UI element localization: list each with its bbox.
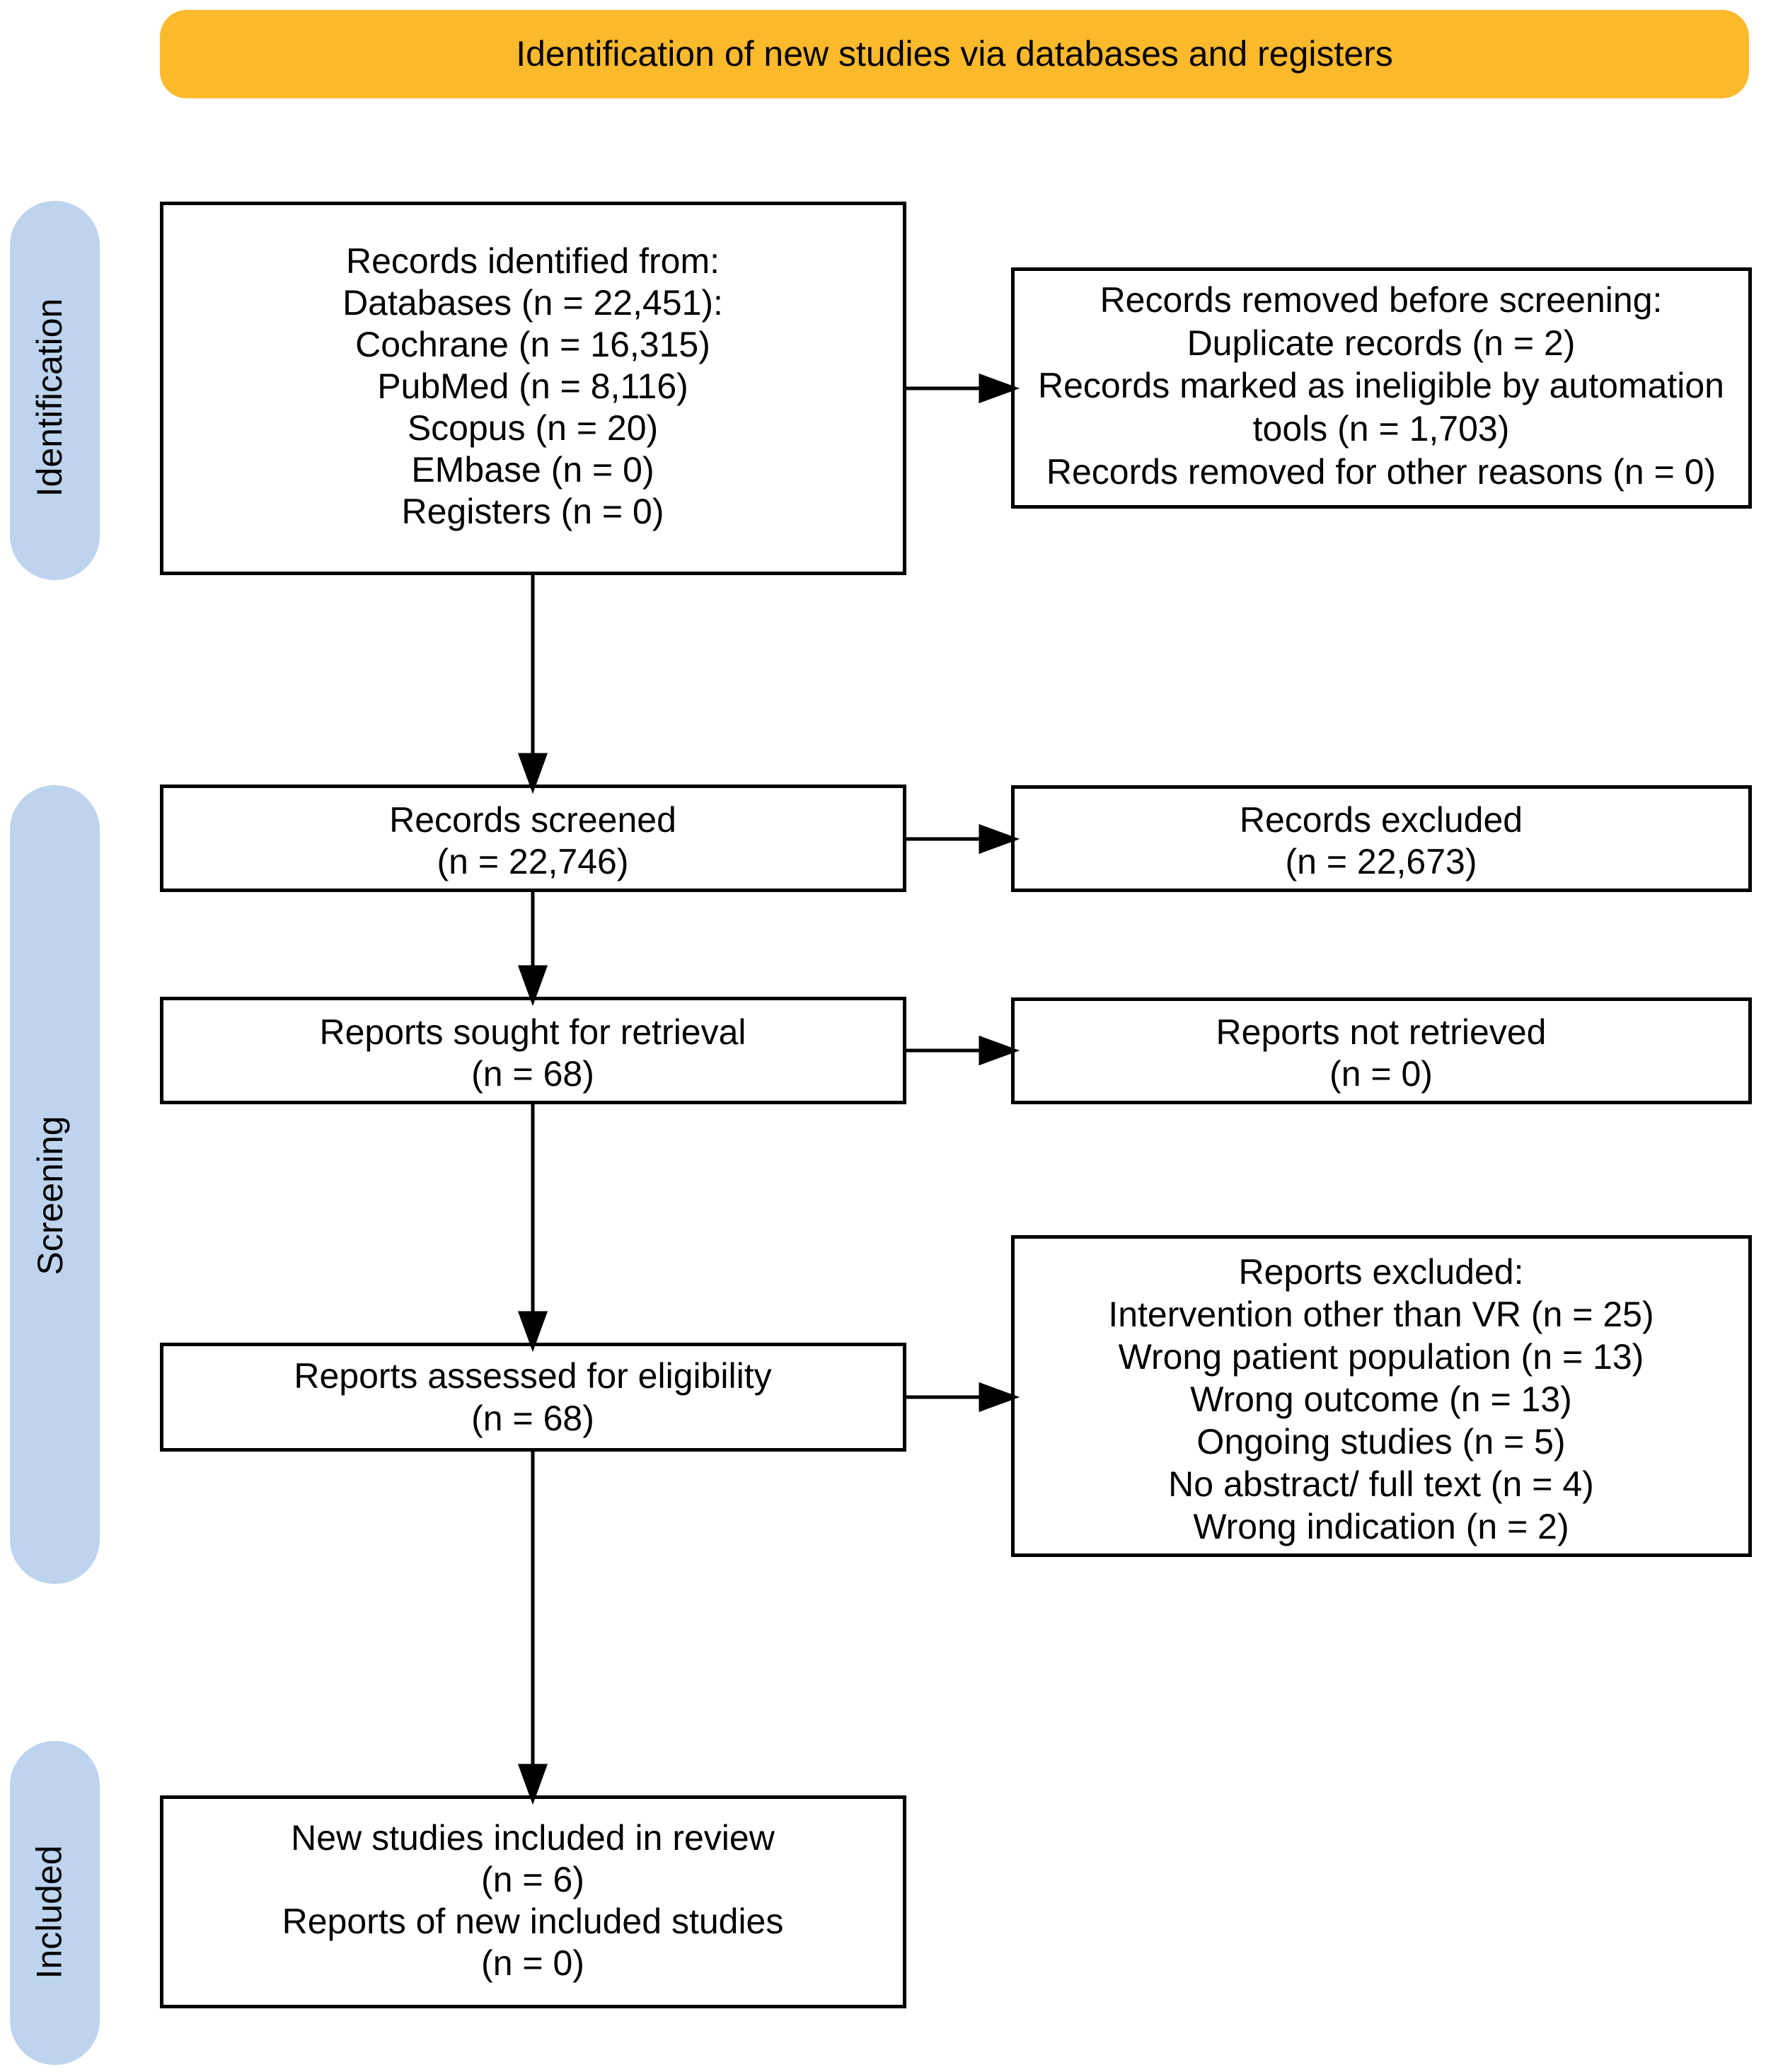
svg-text:New studies included in review: New studies included in review (291, 1818, 775, 1858)
svg-text:Included: Included (30, 1845, 69, 1979)
svg-text:Records marked as ineligible b: Records marked as ineligible by automati… (1038, 366, 1724, 405)
svg-text:No abstract/ full text (n = 4): No abstract/ full text (n = 4) (1168, 1464, 1594, 1504)
svg-text:EMbase (n = 0): EMbase (n = 0) (411, 450, 654, 490)
svg-text:Wrong patient population (n =: Wrong patient population (n = 13) (1119, 1337, 1644, 1377)
svg-text:Registers (n = 0): Registers (n = 0) (402, 492, 664, 531)
svg-text:Reports assessed for eligibili: Reports assessed for eligibility (294, 1356, 771, 1396)
svg-text:Identification: Identification (30, 299, 69, 497)
svg-text:(n = 0): (n = 0) (1329, 1054, 1433, 1094)
svg-text:(n = 22,746): (n = 22,746) (437, 842, 628, 881)
svg-text:Records identified from:: Records identified from: (346, 241, 720, 281)
svg-text:Scopus (n = 20): Scopus (n = 20) (408, 408, 658, 448)
svg-text:Intervention other than VR (n: Intervention other than VR (n = 25) (1108, 1295, 1654, 1334)
svg-text:Records removed before screeni: Records removed before screening: (1100, 280, 1663, 320)
svg-text:Reports sought for retrieval: Reports sought for retrieval (319, 1012, 746, 1052)
svg-text:(n = 6): (n = 6) (481, 1860, 584, 1899)
svg-text:Records excluded: Records excluded (1240, 800, 1523, 840)
svg-text:Reports of new included studie: Reports of new included studies (282, 1902, 784, 1941)
svg-text:Cochrane (n = 16,315): Cochrane (n = 16,315) (355, 325, 710, 364)
svg-text:Records screened: Records screened (389, 800, 676, 840)
svg-text:Duplicate records (n = 2): Duplicate records (n = 2) (1187, 323, 1576, 363)
svg-text:Records removed for other reas: Records removed for other reasons (n = 0… (1046, 452, 1716, 492)
svg-text:Wrong indication (n = 2): Wrong indication (n = 2) (1193, 1507, 1569, 1546)
svg-text:(n = 22,673): (n = 22,673) (1285, 842, 1477, 881)
svg-text:Databases (n = 22,451):: Databases (n = 22,451): (342, 283, 723, 323)
svg-text:(n = 68): (n = 68) (471, 1054, 594, 1094)
svg-text:(n = 0): (n = 0) (481, 1943, 584, 1983)
svg-text:Screening: Screening (30, 1116, 70, 1275)
svg-text:Reports excluded:: Reports excluded: (1238, 1252, 1523, 1292)
svg-text:Reports not retrieved: Reports not retrieved (1216, 1012, 1547, 1052)
svg-text:PubMed (n = 8,116): PubMed (n = 8,116) (377, 366, 688, 406)
svg-text:(n = 68): (n = 68) (471, 1399, 594, 1438)
svg-text:tools (n = 1,703): tools (n = 1,703) (1253, 409, 1510, 448)
svg-text:Identification of new studies: Identification of new studies via databa… (516, 34, 1393, 74)
svg-text:Wrong outcome (n = 13): Wrong outcome (n = 13) (1190, 1379, 1572, 1419)
svg-text:Ongoing studies (n = 5): Ongoing studies (n = 5) (1196, 1422, 1565, 1462)
